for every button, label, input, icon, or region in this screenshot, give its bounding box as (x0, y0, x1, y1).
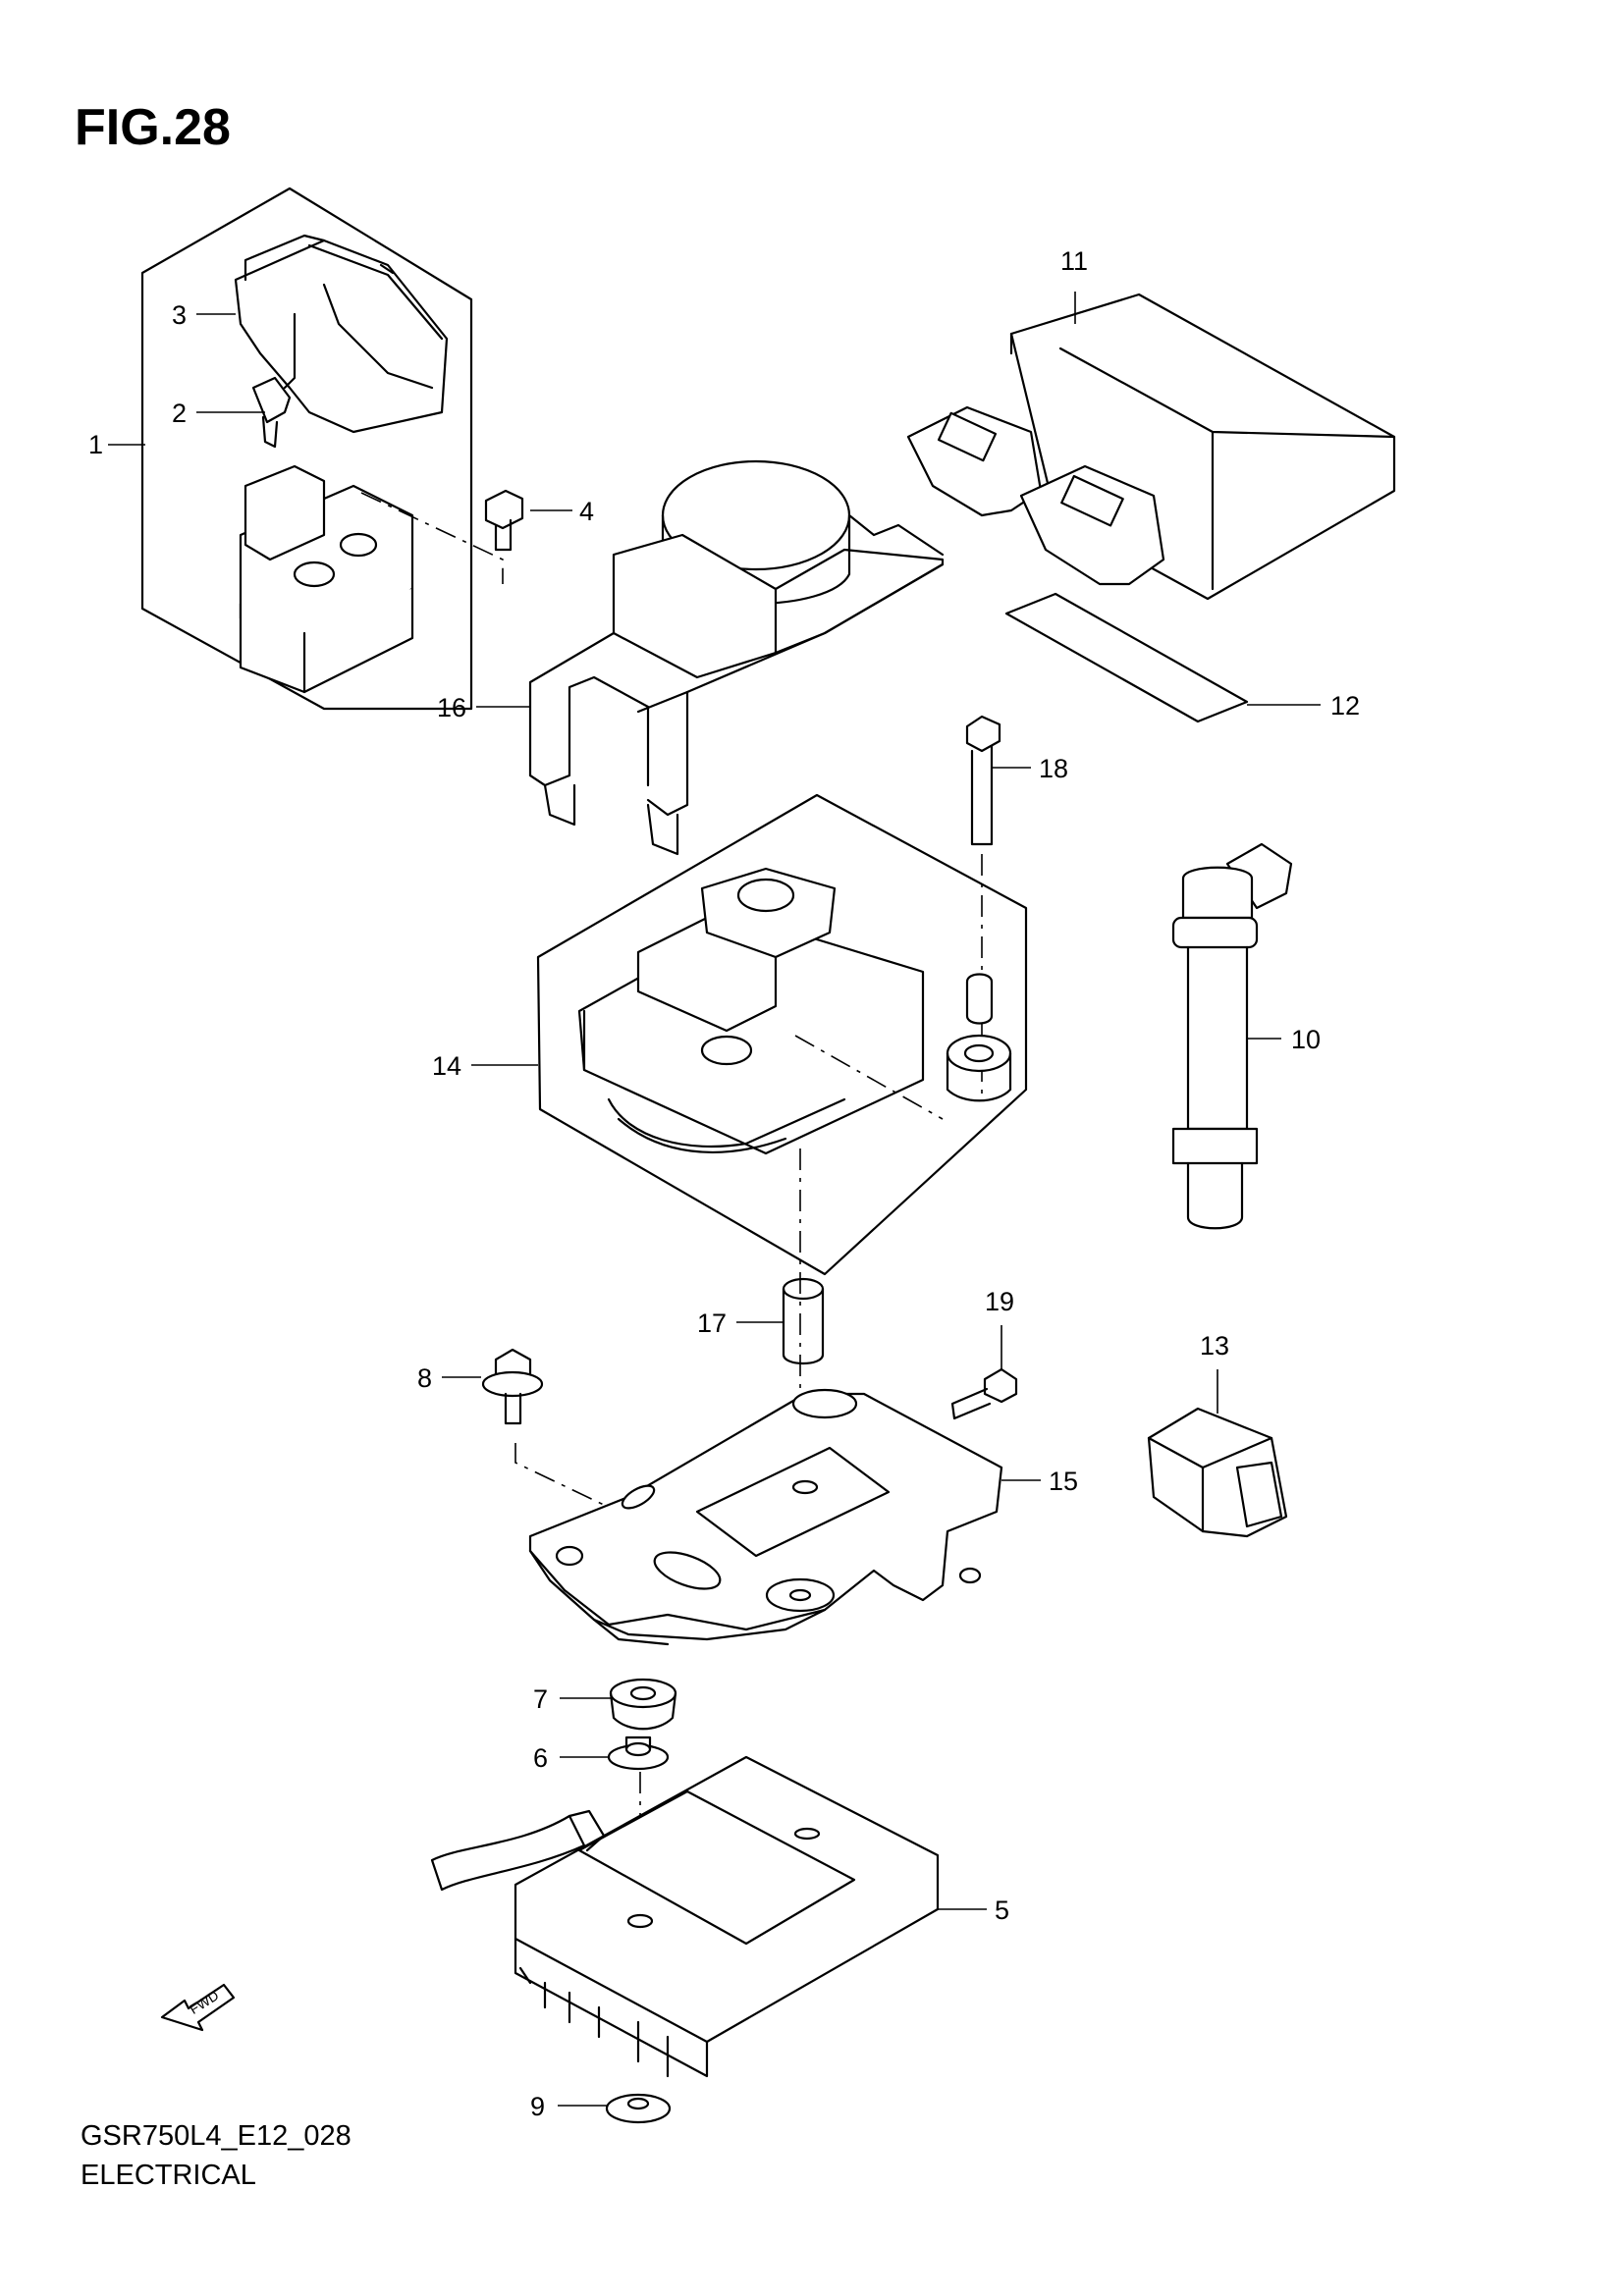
nut-part-9 (605, 2093, 672, 2124)
bolt-part-18 (965, 715, 1001, 1099)
ecm-part-11 (906, 293, 1396, 601)
callout-3: 3 (172, 300, 187, 330)
grommet-part-7 (609, 1678, 677, 1731)
relay-group-part-1 (140, 187, 473, 711)
regulator-part-5 (430, 1755, 940, 2078)
callout-6: 6 (533, 1743, 548, 1773)
callout-13: 13 (1200, 1331, 1229, 1361)
callout-15: 15 (1049, 1467, 1078, 1496)
figure-title: FIG.28 (75, 99, 231, 156)
callout-9: 9 (530, 2092, 545, 2121)
bracket-part-16 (528, 459, 945, 856)
fuse-part-2 (251, 376, 292, 449)
callout-19: 19 (985, 1287, 1014, 1316)
screw-part-4 (360, 489, 524, 584)
figure-code: GSR750L4_E12_028 (81, 2120, 352, 2152)
callout-12: 12 (1330, 691, 1360, 721)
callout-2: 2 (172, 399, 187, 428)
callout-1: 1 (88, 430, 103, 459)
sensor-group-part-14 (536, 793, 1028, 1276)
callout-4: 4 (579, 497, 594, 526)
figure-section: ELECTRICAL (81, 2160, 256, 2191)
callout-18: 18 (1039, 754, 1068, 783)
callout-5: 5 (995, 1896, 1009, 1925)
callout-16: 16 (437, 693, 466, 722)
callout-10: 10 (1291, 1025, 1321, 1054)
connector-part-13 (1147, 1407, 1288, 1538)
callout-labels: 1 2 3 4 11 12 16 18 10 14 17 19 13 8 15 … (88, 246, 1360, 2121)
starter-relay (239, 464, 414, 694)
callout-17: 17 (697, 1308, 727, 1338)
callout-14: 14 (432, 1051, 461, 1081)
bolt-part-19 (950, 1367, 1018, 1420)
relay-cover-part-3 (234, 234, 449, 434)
bracket-part-15 (528, 1388, 1003, 1646)
pad-part-12 (1004, 592, 1249, 723)
collar-part-6 (607, 1735, 670, 1875)
sensor-part-10 (1171, 842, 1293, 1230)
leader-lines (108, 292, 1321, 2107)
fwd-direction-icon: FWD (160, 1983, 236, 2032)
spacer-and-grommet (946, 973, 1012, 1102)
callout-7: 7 (533, 1684, 548, 1714)
callout-8: 8 (417, 1363, 432, 1393)
callout-11: 11 (1060, 246, 1088, 276)
